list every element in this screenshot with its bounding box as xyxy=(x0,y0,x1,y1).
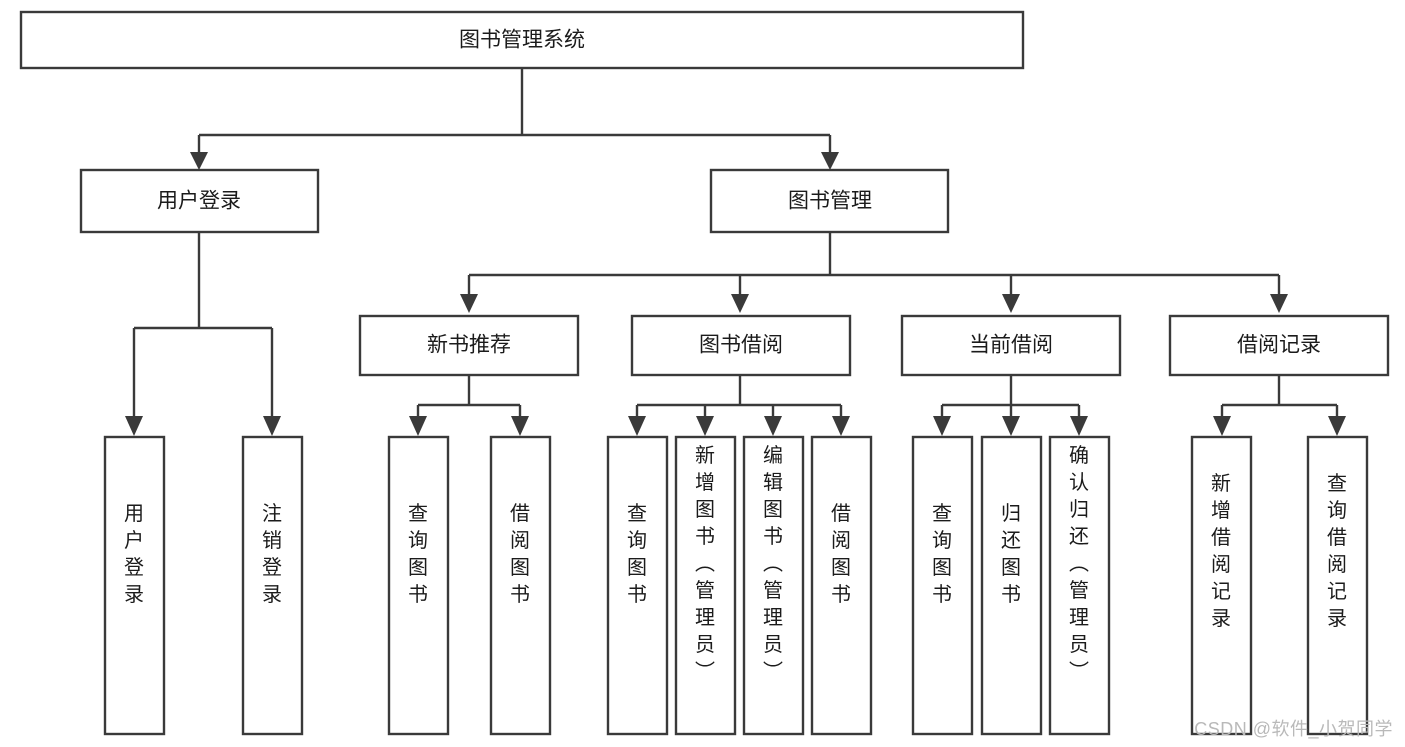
node-leaf-user-logout-box[interactable] xyxy=(241,435,304,736)
node-leaf-query-book-1-label: 查询图书 xyxy=(408,502,428,606)
node-leaf-query-book-3-label: 查询图书 xyxy=(932,502,952,606)
arrow-head-leaf-query-book-2 xyxy=(628,416,646,436)
node-leaf-query-book-2[interactable]: 查询图书 xyxy=(606,435,669,736)
node-leaf-query-book-3[interactable]: 查询图书 xyxy=(911,435,974,736)
node-leaf-add-record[interactable]: 新增借阅记录 xyxy=(1190,435,1253,736)
connector-group-user-login xyxy=(125,232,281,436)
connector-group-root xyxy=(190,68,839,170)
node-leaf-user-login[interactable]: 用户登录 xyxy=(103,435,166,736)
node-leaf-edit-book[interactable]: 编辑图书︵管理员︶ xyxy=(742,435,805,736)
arrow-head-leaf-return-book xyxy=(1002,416,1020,436)
arrow-head-borrow-record xyxy=(1270,294,1288,313)
node-leaf-borrow-book-2[interactable]: 借阅图书 xyxy=(810,435,873,736)
connector-group-book-borrow xyxy=(628,375,850,436)
node-leaf-confirm-return[interactable]: 确认归还︵管理员︶ xyxy=(1048,435,1111,736)
node-leaf-borrow-book-1-box[interactable] xyxy=(489,435,552,736)
node-new-book-recommend-label: 新书推荐 xyxy=(427,334,511,357)
connector-group-book-management xyxy=(460,232,1288,313)
node-new-book-recommend-box[interactable] xyxy=(358,314,580,377)
node-leaf-confirm-return-label: 确认归还︵管理员︶ xyxy=(1069,444,1089,683)
node-leaf-add-book-box[interactable] xyxy=(674,435,737,736)
node-borrow-record-box[interactable] xyxy=(1168,314,1390,377)
node-leaf-query-book-1-box[interactable] xyxy=(387,435,450,736)
node-current-borrow[interactable]: 当前借阅 xyxy=(900,314,1122,377)
node-leaf-edit-book-box[interactable] xyxy=(742,435,805,736)
arrow-head-leaf-user-login xyxy=(125,416,143,436)
node-leaf-return-book-label: 归还图书 xyxy=(1001,502,1021,606)
arrow-head-leaf-query-book-1 xyxy=(409,416,427,436)
node-leaf-query-book-2-box[interactable] xyxy=(606,435,669,736)
node-leaf-user-logout-label: 注销登录 xyxy=(262,502,282,606)
arrow-head-leaf-add-record xyxy=(1213,416,1231,436)
arrow-head-leaf-add-book xyxy=(696,416,714,436)
node-book-management-box[interactable] xyxy=(709,168,950,234)
node-leaf-query-record-label: 查询借阅记录 xyxy=(1327,472,1347,630)
node-leaf-add-record-box[interactable] xyxy=(1190,435,1253,736)
node-user-login[interactable]: 用户登录 xyxy=(79,168,320,234)
node-leaf-borrow-book-1-label: 借阅图书 xyxy=(510,502,530,606)
node-root[interactable]: 图书管理系统 xyxy=(19,10,1025,70)
node-leaf-user-logout[interactable]: 注销登录 xyxy=(241,435,304,736)
node-leaf-user-login-box[interactable] xyxy=(103,435,166,736)
connector-group-current-borrow xyxy=(933,375,1088,436)
node-book-borrow-label: 图书借阅 xyxy=(699,334,783,357)
arrow-head-new-book-recommend xyxy=(460,294,478,313)
arrow-head-leaf-query-book-3 xyxy=(933,416,951,436)
node-leaf-return-book[interactable]: 归还图书 xyxy=(980,435,1043,736)
node-leaf-confirm-return-box[interactable] xyxy=(1048,435,1111,736)
node-leaf-return-book-box[interactable] xyxy=(980,435,1043,736)
node-leaf-query-record-box[interactable] xyxy=(1306,435,1369,736)
node-user-login-label: 用户登录 xyxy=(157,190,241,213)
node-leaf-query-book-2-label: 查询图书 xyxy=(627,502,647,606)
connector-group-new-book-recommend xyxy=(409,375,529,436)
node-new-book-recommend[interactable]: 新书推荐 xyxy=(358,314,580,377)
csdn-watermark: CSDN @软件_小贺同学 xyxy=(1194,719,1393,739)
node-book-management-label: 图书管理 xyxy=(788,190,872,213)
node-leaf-borrow-book-2-label: 借阅图书 xyxy=(831,502,851,606)
arrow-head-user-login xyxy=(190,152,208,170)
node-leaf-borrow-book-1[interactable]: 借阅图书 xyxy=(489,435,552,736)
node-user-login-box[interactable] xyxy=(79,168,320,234)
node-leaf-add-book-label: 新增图书︵管理员︶ xyxy=(695,444,715,683)
arrow-head-leaf-user-logout xyxy=(263,416,281,436)
node-leaf-query-book-3-box[interactable] xyxy=(911,435,974,736)
arrow-head-book-borrow xyxy=(731,294,749,313)
node-current-borrow-label: 当前借阅 xyxy=(969,334,1053,357)
node-book-borrow-box[interactable] xyxy=(630,314,852,377)
node-borrow-record-label: 借阅记录 xyxy=(1237,334,1321,357)
node-root-box[interactable] xyxy=(19,10,1025,70)
arrow-head-current-borrow xyxy=(1002,294,1020,313)
node-leaf-add-book[interactable]: 新增图书︵管理员︶ xyxy=(674,435,737,736)
arrow-head-book-management xyxy=(821,152,839,170)
node-current-borrow-box[interactable] xyxy=(900,314,1122,377)
node-leaf-query-record[interactable]: 查询借阅记录 xyxy=(1306,435,1369,736)
node-leaf-user-login-label: 用户登录 xyxy=(124,503,144,606)
node-root-label: 图书管理系统 xyxy=(459,29,585,52)
node-book-management[interactable]: 图书管理 xyxy=(709,168,950,234)
node-leaf-borrow-book-2-box[interactable] xyxy=(810,435,873,736)
node-leaf-edit-book-label: 编辑图书︵管理员︶ xyxy=(763,444,783,683)
node-borrow-record[interactable]: 借阅记录 xyxy=(1168,314,1390,377)
node-book-borrow[interactable]: 图书借阅 xyxy=(630,314,852,377)
connector-group-borrow-record xyxy=(1213,375,1346,436)
arrow-head-leaf-confirm-return xyxy=(1070,416,1088,436)
arrow-head-leaf-query-record xyxy=(1328,416,1346,436)
arrow-head-leaf-borrow-book-2 xyxy=(832,416,850,436)
node-leaf-query-book-1[interactable]: 查询图书 xyxy=(387,435,450,736)
arrow-head-leaf-edit-book xyxy=(764,416,782,436)
arrow-head-leaf-borrow-book-1 xyxy=(511,416,529,436)
node-leaf-add-record-label: 新增借阅记录 xyxy=(1211,472,1231,630)
